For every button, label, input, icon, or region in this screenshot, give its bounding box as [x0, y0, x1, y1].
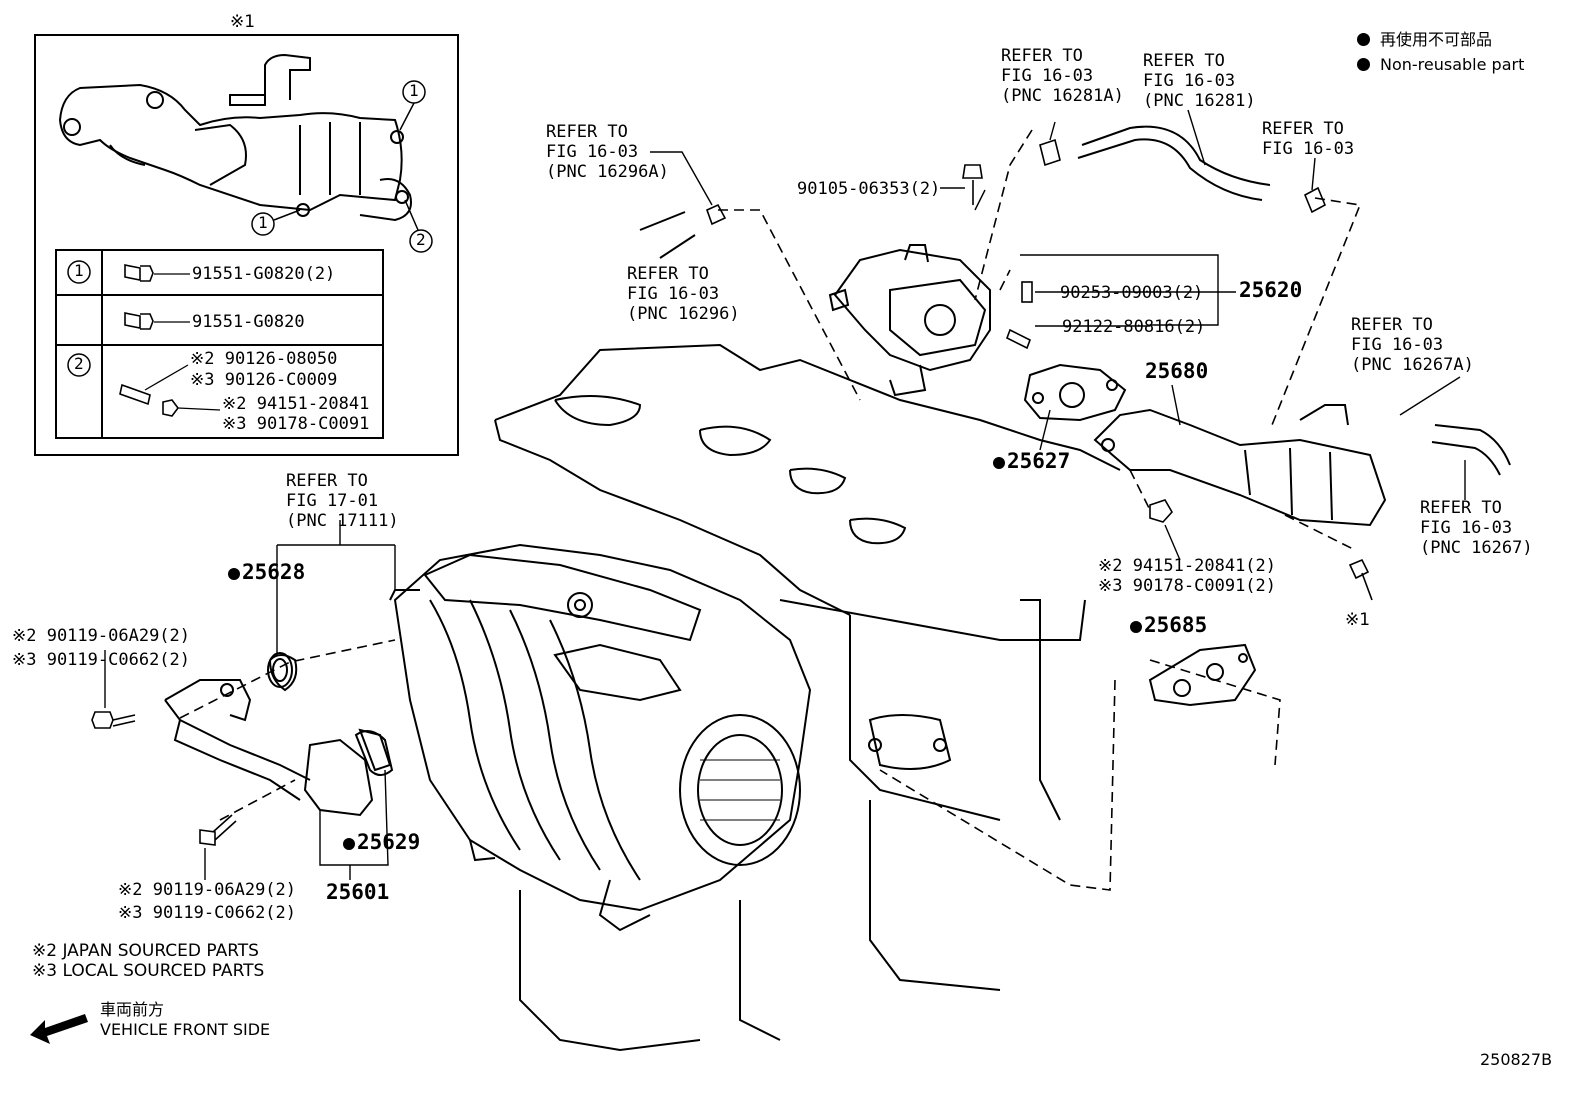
hoses: [639, 125, 1511, 476]
inset-part-90178: ※3 90178-C0091: [222, 414, 370, 434]
non-reusable-dot-icon: [1130, 621, 1142, 633]
legend-dot-icon: [1357, 33, 1370, 46]
diagram-id: 250827B: [1480, 1050, 1553, 1069]
inset-bolt-icons: [119, 264, 179, 417]
inset-callout-1b: 1: [258, 213, 268, 232]
egr-cooler-25680: [1093, 404, 1387, 527]
inset-callouts: [67, 80, 433, 377]
part-25685: 25685: [1130, 615, 1207, 636]
bolt-icons-left: [91, 711, 237, 846]
mark-1-right: ※1: [1345, 610, 1371, 630]
part-94151-2: ※2 94151-20841(2): [1098, 556, 1277, 576]
part-25601: 25601: [326, 880, 390, 904]
inset-row-2-num: 2: [74, 354, 84, 373]
leader-lines: [104, 109, 1466, 880]
egr-valve-drawing: [828, 244, 991, 397]
legend-dot-icon: [1357, 58, 1370, 71]
part-90178-2: ※3 90178-C0091(2): [1098, 576, 1277, 596]
inset-part-91551-a: 91551-G0820(2): [192, 264, 336, 284]
part-90105: 90105-06353(2): [797, 179, 941, 199]
inset-part-90126-08050: ※2 90126-08050: [190, 349, 338, 369]
part-90119-c0662-bottom: ※3 90119-C0662(2): [118, 903, 297, 923]
legend-jp: 再使用不可部品: [1357, 30, 1492, 50]
part-25628: 25628: [228, 562, 305, 583]
front-arrow-icon: [30, 1014, 88, 1044]
inset-callout-1: 1: [409, 81, 419, 100]
note-local-sourced: ※3 LOCAL SOURCED PARTS: [32, 961, 265, 981]
inset-row-1-num: 1: [74, 261, 84, 280]
part-25629: 25629: [343, 832, 420, 853]
part-25620: 25620: [1239, 278, 1303, 302]
non-reusable-dot-icon: [228, 568, 240, 580]
gaskets-25628-25629: [267, 652, 392, 772]
part-90119-c0662-top: ※3 90119-C0662(2): [12, 650, 191, 670]
inset-part-90126-c0009: ※3 90126-C0009: [190, 370, 338, 390]
inset-mark: ※1: [230, 12, 256, 32]
front-label-en: VEHICLE FRONT SIDE: [100, 1020, 271, 1039]
gasket-25685: [1148, 643, 1257, 707]
inset-egr-cooler-drawing: [58, 53, 412, 222]
part-90119-06a29-top: ※2 90119-06A29(2): [12, 626, 191, 646]
inset-box: [34, 34, 459, 456]
non-reusable-dot-icon: [993, 457, 1005, 469]
inset-leader-lines: [144, 273, 221, 411]
non-reusable-dot-icon: [343, 838, 355, 850]
gasket-25627: [1023, 363, 1127, 422]
part-25680: 25680: [1145, 359, 1209, 383]
part-90119-06a29-bottom: ※2 90119-06A29(2): [118, 880, 297, 900]
bolt-icons-right: [1149, 499, 1373, 601]
part-92122: 92122-80816(2): [1062, 317, 1206, 337]
legend-en: Non-reusable part: [1357, 55, 1524, 75]
engine-dashed-lines: [179, 129, 1362, 891]
egr-pipe-left: [164, 654, 394, 817]
engine-head-outline: [494, 343, 1121, 1052]
front-label-jp: 車両前方: [100, 1000, 165, 1019]
small-parts-egr: [705, 138, 1327, 350]
inset-part-91551-b: 91551-G0820: [192, 312, 305, 332]
intake-manifold-drawing: [389, 543, 812, 932]
part-90253: 90253-09003(2): [1060, 283, 1204, 303]
note-japan-sourced: ※2 JAPAN SOURCED PARTS: [32, 941, 259, 961]
inset-callout-2: 2: [416, 230, 426, 249]
part-25627: 25627: [993, 451, 1070, 472]
inset-part-94151: ※2 94151-20841: [222, 394, 370, 414]
